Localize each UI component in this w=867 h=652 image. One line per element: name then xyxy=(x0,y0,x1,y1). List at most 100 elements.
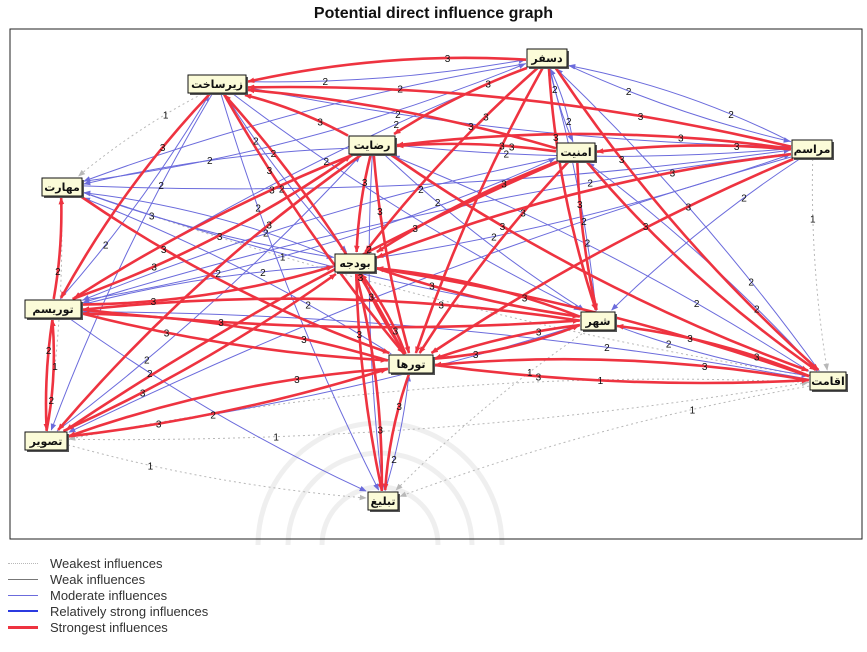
node-rezayat: رضایت xyxy=(348,135,397,156)
edge-label-budjeh-to-shahr: 3 xyxy=(429,282,435,293)
edge-label-marasem-to-rezayat: 3 xyxy=(678,133,684,144)
legend-item-strongest: Strongest influences xyxy=(8,619,208,635)
node-box-shahr xyxy=(580,311,616,331)
edge-label-shahr-to-eqamat: 2 xyxy=(666,340,672,351)
node-label-dastafar: دسفر xyxy=(530,52,563,65)
node-tasvir: تصویر xyxy=(24,431,69,452)
edge-label-marasem-to-barsakht: 3 xyxy=(638,112,644,123)
node-label-shahr: شهر xyxy=(585,315,611,328)
node-box-amniyat xyxy=(556,142,596,162)
edge-marasem-to-eqamat xyxy=(811,158,829,371)
edges-layer xyxy=(43,56,829,501)
edge-budjeh-to-tourism xyxy=(82,265,335,306)
edge-label-tourha-to-budjeh: 3 xyxy=(393,326,399,337)
edge-label-dastafar-to-barsakht: 3 xyxy=(445,54,451,65)
node-label-tourism: توریسم xyxy=(32,303,73,316)
edge-amniyat-to-tasvir xyxy=(65,160,559,432)
edge-maharat-to-eqamat xyxy=(82,191,809,378)
node-label-amniyat: امنیت xyxy=(560,146,591,159)
legend-item-weakest: Weakest influences xyxy=(8,555,208,571)
edge-label-tourism-to-tabligh: 2 xyxy=(147,369,153,380)
legend-swatch-relatively_strong xyxy=(8,610,38,612)
edge-tourism-to-amniyat xyxy=(81,157,556,301)
node-shahr: شهر xyxy=(580,311,617,332)
edge-eqamat-to-tourism xyxy=(82,309,810,380)
edge-label-tasvir-to-rezayat: 2 xyxy=(144,356,150,367)
legend-label-moderate: Moderate influences xyxy=(50,587,168,603)
edge-label-eqamat-to-amniyat: 2 xyxy=(754,305,760,316)
edge-marasem-to-shahr xyxy=(611,158,800,311)
node-box-marasem xyxy=(791,139,833,159)
edge-label-tourha-to-tasvir: 3 xyxy=(294,375,300,386)
edge-eqamat-to-tasvir xyxy=(68,378,810,441)
edge-marasem-to-dastafar xyxy=(568,64,792,143)
edge-label-dastafar-to-tourha: 3 xyxy=(499,142,505,153)
edge-label-marasem-to-dastafar: 2 xyxy=(728,110,734,121)
edge-label-dastafar-to-budjeh: 3 xyxy=(483,112,489,123)
edge-label-eqamat-to-dastafar: 2 xyxy=(748,278,754,289)
edge-label-dastafar-to-maharat: 2 xyxy=(397,84,403,95)
edge-label-eqamat-to-tourha: 3 xyxy=(702,362,708,373)
edge-label-marasem-to-tourism: 2 xyxy=(587,178,593,189)
edge-label-tourha-to-barsakht: 3 xyxy=(358,273,364,284)
edge-label-tourha-to-tourism: 3 xyxy=(301,335,307,346)
node-box-maharat xyxy=(41,177,83,197)
legend-item-weak: Weak influences xyxy=(8,571,208,587)
edge-label-barsakht-to-tourha: 3 xyxy=(267,166,273,177)
edge-label-rezayat-to-barsakht: 3 xyxy=(317,118,323,129)
edge-label-rezayat-to-budjeh: 3 xyxy=(362,178,368,189)
edge-label-budjeh-to-maharat: 2 xyxy=(263,228,269,239)
edge-budjeh-to-shahr xyxy=(375,266,580,319)
edge-maharat-to-shahr xyxy=(82,191,580,319)
node-box-dastafar xyxy=(526,48,568,68)
edge-label-tourism-to-amniyat: 2 xyxy=(215,269,221,280)
edge-shahr-to-budjeh xyxy=(376,266,581,318)
edge-rezayat-to-shahr xyxy=(384,154,585,311)
edge-label-tourha-to-shahr: 3 xyxy=(473,350,479,361)
legend-item-moderate: Moderate influences xyxy=(8,587,208,603)
edge-marasem-to-tasvir xyxy=(68,156,792,433)
legend-swatch-strongest xyxy=(8,625,38,629)
node-box-eqamat xyxy=(809,371,847,391)
edge-label-rezayat-to-tourha: 3 xyxy=(377,207,383,218)
edge-barsakht-to-budjeh xyxy=(224,93,347,253)
edge-label-barsakht-to-tabligh: 2 xyxy=(255,204,261,215)
edge-label-tasvir-to-eqamat: 1 xyxy=(273,433,279,444)
edge-label-eqamat-to-tabligh: 1 xyxy=(690,406,696,417)
edge-label-tourism-to-maharat: 2 xyxy=(55,267,61,278)
edge-label-amniyat-to-rezayat: 3 xyxy=(509,142,515,153)
edge-label-tourism-to-rezayat: 3 xyxy=(151,263,157,274)
edge-maharat-to-marasem xyxy=(82,148,791,190)
legend-swatch-weak xyxy=(8,578,38,580)
edge-label-rezayat-to-tabligh: 2 xyxy=(366,245,372,256)
edge-tasvir-to-tourism xyxy=(45,319,56,432)
node-label-tourha: تورها xyxy=(396,358,425,371)
edge-amniyat-to-eqamat xyxy=(586,161,817,372)
node-label-barsakht: زیرساخت xyxy=(191,78,243,91)
node-dastafar: دسفر xyxy=(526,48,569,69)
edge-rezayat-to-eqamat xyxy=(390,153,809,372)
edge-tourism-to-tasvir xyxy=(43,318,54,431)
edge-label-marasem-to-amniyat: 3 xyxy=(734,142,740,153)
edge-label-shahr-to-tourism: 3 xyxy=(438,301,444,312)
edge-eqamat-to-amniyat xyxy=(587,162,818,372)
edge-label-dastafar-to-marasem: 2 xyxy=(626,87,632,98)
node-barsakht: زیرساخت xyxy=(187,74,248,95)
edge-label-budjeh-to-tabligh: 3 xyxy=(357,330,363,341)
edge-shahr-to-tourha xyxy=(434,323,581,360)
edge-tourism-to-tabligh xyxy=(69,318,367,492)
edge-tourha-to-tabligh xyxy=(382,373,411,491)
node-label-tabligh: تبلیغ xyxy=(370,495,395,508)
edge-eqamat-to-dastafar xyxy=(556,68,820,372)
edge-dastafar-to-marasem xyxy=(567,64,791,143)
edge-tourha-to-barsakht xyxy=(223,94,406,355)
edge-label-tourism-to-barsakht: 2 xyxy=(103,241,109,252)
edge-label-barsakht-to-tourism: 3 xyxy=(160,143,166,154)
edge-label-eqamat-to-tourism: 2 xyxy=(604,343,610,354)
edge-label-barsakht-to-tasvir: 2 xyxy=(158,181,164,192)
edge-dastafar-to-rezayat xyxy=(393,66,528,136)
edge-label-maharat-to-budjeh: 3 xyxy=(149,212,155,223)
